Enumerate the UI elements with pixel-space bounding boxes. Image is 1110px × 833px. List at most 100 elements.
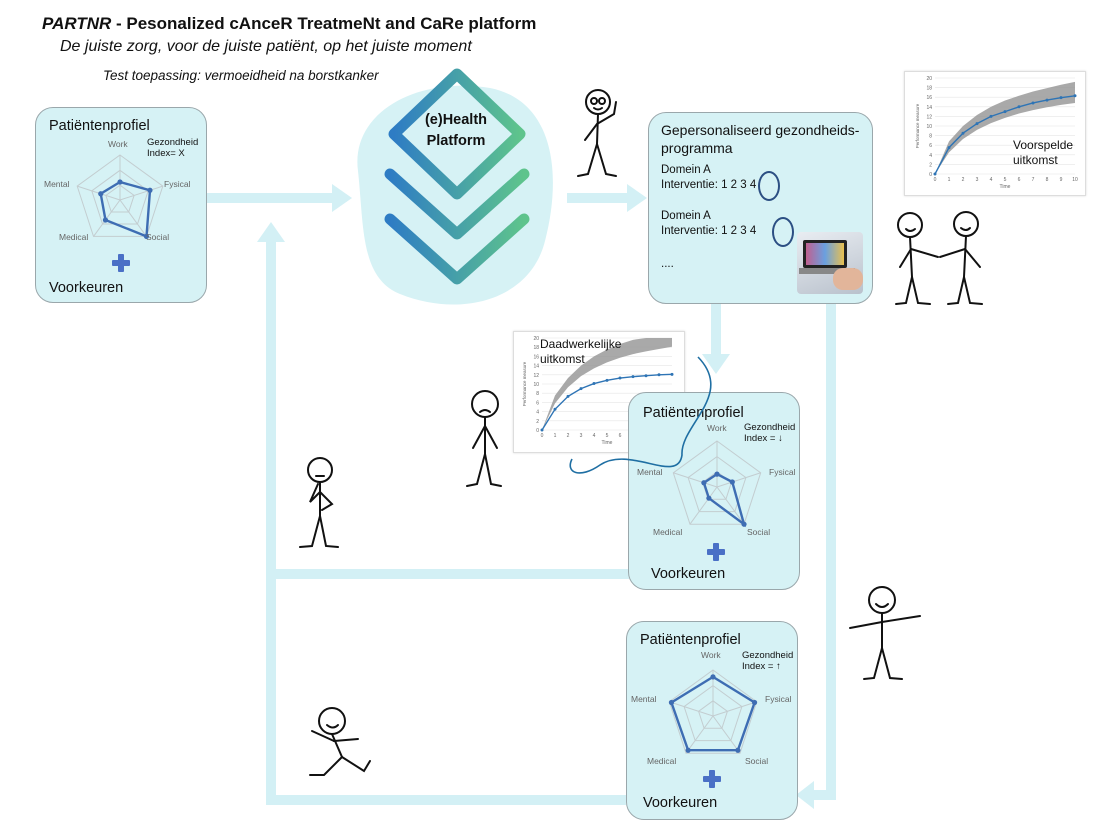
x-tick-label: 6 xyxy=(1018,177,1021,183)
running-person-icon xyxy=(309,707,371,776)
axis-work-label: Work xyxy=(707,423,727,433)
x-tick-label: 8 xyxy=(1046,177,1049,183)
axis-work-label: Work xyxy=(701,650,721,660)
outcome-point xyxy=(989,114,993,118)
x-tick-label: 4 xyxy=(990,177,993,183)
page-title: PARTNR - Pesonalized cAnceR TreatmeNt an… xyxy=(42,14,536,34)
outcome-point xyxy=(961,131,965,135)
profile-title: Patiëntenprofiel xyxy=(640,632,741,648)
health-index-value: Index = ↑ xyxy=(742,661,781,672)
axis-mental-label: Mental xyxy=(637,467,663,477)
selected-intervention-ring xyxy=(758,171,780,201)
happy-person-icon xyxy=(849,586,921,680)
confidence-band xyxy=(935,81,1075,174)
y-tick-label: 2 xyxy=(929,162,932,168)
connector-curve xyxy=(569,356,712,474)
personalized-program-panel: Gepersonaliseerd gezondheids-programma D… xyxy=(648,112,873,304)
actual-chart-label: Daadwerkelijke uitkomst xyxy=(540,337,621,367)
x-tick-label: 1 xyxy=(948,177,951,183)
outcome-point xyxy=(592,382,596,386)
y-tick-label: 6 xyxy=(536,400,539,406)
outcome-point xyxy=(670,372,674,376)
radar-point xyxy=(714,471,720,477)
x-tick-label: 3 xyxy=(976,177,979,183)
title-acronym: PARTNR xyxy=(42,14,112,33)
radar-point xyxy=(147,187,153,193)
platform-layer-middle xyxy=(384,168,530,240)
predicted-label-line2: uitkomst xyxy=(1013,153,1058,167)
laptop-screen xyxy=(803,240,847,268)
block1-intervention: Interventie: 1 2 3 4 xyxy=(661,179,757,191)
x-axis-label: Time xyxy=(1000,184,1011,190)
y-tick-label: 12 xyxy=(926,114,932,120)
y-tick-label: 4 xyxy=(929,153,932,159)
radar-chart xyxy=(672,440,762,528)
axis-social-label: Social xyxy=(745,756,769,766)
health-index: Gezondheid Index = ↓ xyxy=(744,422,795,444)
outcome-point xyxy=(933,172,937,176)
health-index-value: Index = ↓ xyxy=(744,433,783,444)
actual-label-line2: uitkomst xyxy=(540,352,585,366)
program-block-2: Domein A Interventie: 1 2 3 4 xyxy=(661,209,756,239)
thinking-person-icon xyxy=(577,89,617,177)
y-tick-label: 12 xyxy=(533,373,539,379)
radar-point xyxy=(741,521,747,527)
platform-label-line1: (e)Health xyxy=(424,112,488,128)
preferences-label: Voorkeuren xyxy=(643,795,718,811)
x-tick-label: 4 xyxy=(593,433,596,439)
preferences-label: Voorkeuren xyxy=(651,566,726,582)
plus-icon xyxy=(703,770,721,788)
x-tick-label: 2 xyxy=(962,177,965,183)
plus-icon xyxy=(707,543,725,561)
radar-grid-ring-2 xyxy=(105,184,135,213)
outcome-point xyxy=(947,146,951,150)
radar-chart xyxy=(668,669,758,754)
radar-point xyxy=(710,674,716,680)
health-index-label: Gezondheid xyxy=(744,422,796,433)
radar-point xyxy=(701,480,707,486)
radar-grid-ring-2 xyxy=(698,700,728,729)
radar-series-shape xyxy=(702,472,747,528)
radar-series-shape xyxy=(99,180,152,239)
x-tick-label: 5 xyxy=(606,433,609,439)
axis-medical-label: Medical xyxy=(647,756,677,766)
axis-fysical-label: Fysical xyxy=(765,694,792,704)
outcome-point xyxy=(1003,110,1007,114)
outcome-point xyxy=(618,376,622,380)
title-rest: - Pesonalized cAnceR TreatmeNt and CaRe … xyxy=(111,14,537,33)
radar-grid-ring-1 xyxy=(683,684,743,742)
x-tick-label: 1 xyxy=(554,433,557,439)
y-tick-label: 14 xyxy=(926,105,932,111)
radar-grid-ring-0 xyxy=(672,440,762,525)
axis-fysical-label: Fysical xyxy=(164,179,191,189)
radar-axis-line xyxy=(712,701,757,717)
radar-axis-line xyxy=(119,199,147,237)
radar-series-shape xyxy=(669,675,757,752)
outcome-point xyxy=(1017,105,1021,109)
y-tick-label: 10 xyxy=(533,382,539,388)
outcome-point xyxy=(566,394,570,398)
y-tick-label: 10 xyxy=(926,124,932,130)
x-tick-label: 0 xyxy=(934,177,937,183)
platform-label: (e)Health Platform xyxy=(420,110,492,152)
patient-profile-worse: Patiëntenprofiel Gezondheid Index = ↓ Wo… xyxy=(628,392,800,590)
y-tick-label: 8 xyxy=(929,134,932,140)
axis-work-label: Work xyxy=(108,139,128,149)
radar-point xyxy=(729,479,735,485)
radar-point xyxy=(685,747,691,753)
outcome-point xyxy=(540,428,544,432)
axis-mental-label: Mental xyxy=(44,179,70,189)
y-tick-label: 8 xyxy=(536,391,539,397)
radar-point xyxy=(117,179,123,185)
laptop-screen-content xyxy=(806,243,844,265)
predicted-label-line1: Voorspelde xyxy=(1013,138,1074,152)
outcome-point xyxy=(644,374,648,378)
radar-point xyxy=(98,191,104,197)
radar-point xyxy=(706,495,712,501)
outcome-point xyxy=(605,378,609,382)
program-title: Gepersonaliseerd gezondheids-programma xyxy=(661,122,860,156)
radar-chart xyxy=(76,154,164,240)
outcome-point xyxy=(1073,94,1077,98)
